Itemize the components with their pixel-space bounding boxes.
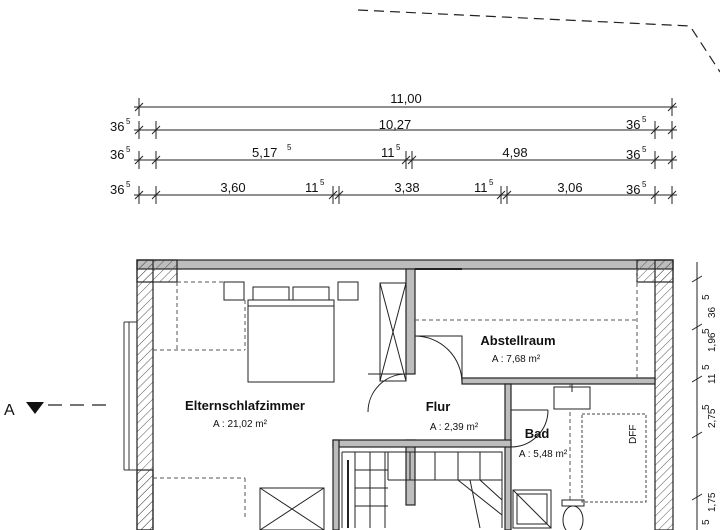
- section-marker: [26, 402, 108, 414]
- dim-row2-left-sup: 5: [126, 117, 131, 126]
- dim-row4-a: 3,60: [220, 180, 245, 195]
- room-flur: Flur: [426, 399, 451, 414]
- side-dimension-chain: [691, 262, 703, 530]
- roof-outline: [357, 9, 720, 73]
- side-dim-2: 1,96: [707, 332, 718, 352]
- bay-lines: [123, 281, 177, 471]
- area-elternschlafzimmer: A : 21,02 m²: [213, 419, 268, 430]
- area-bad: A : 5,48 m²: [519, 449, 568, 460]
- dim-total: 11,00: [390, 91, 422, 106]
- room-elternschlafzimmer: Elternschlafzimmer: [185, 398, 305, 413]
- dimension-chains: [134, 98, 677, 204]
- room-bad: Bad: [525, 426, 550, 441]
- side-dim-5-sup: 5: [701, 519, 712, 525]
- dim-row3-a: 5,17: [252, 145, 277, 160]
- staircase: [341, 451, 503, 529]
- dim-row3-b: 4,98: [502, 145, 527, 160]
- dim-row2-left: 36: [110, 119, 124, 134]
- dim-row3-left: 36: [110, 147, 124, 162]
- side-dim-3: 11: [707, 373, 718, 384]
- side-dim-4: 2,75: [707, 408, 718, 428]
- side-dim-1-sup: 5: [701, 294, 712, 300]
- dim-row3-right: 36: [626, 147, 640, 162]
- bath-sink: [553, 384, 591, 410]
- roof-window-label: DFF: [628, 425, 639, 444]
- dim-row3-a-sup: 5: [287, 143, 292, 152]
- dim-row3-wall-sup: 5: [396, 143, 401, 152]
- walls: [136, 259, 674, 530]
- roof-window: [581, 413, 647, 503]
- side-dim-3-sup: 5: [701, 364, 712, 370]
- dim-row4-c: 3,06: [557, 180, 582, 195]
- dim-row2-right-sup: 5: [642, 115, 647, 124]
- dim-row2-right: 36: [626, 117, 640, 132]
- double-bed: [223, 281, 359, 383]
- section-label: A: [4, 402, 15, 419]
- room-abstellraum: Abstellraum: [480, 333, 555, 348]
- dim-row4-right: 36: [626, 182, 640, 197]
- doors: [367, 268, 549, 448]
- shower: [512, 489, 552, 529]
- dim-row4-right-sup: 5: [642, 180, 647, 189]
- dim-row3-left-sup: 5: [126, 145, 131, 154]
- area-abstellraum: A : 7,68 m²: [492, 354, 541, 365]
- wardrobe: [259, 282, 407, 530]
- dim-row4-w2: 11: [474, 180, 488, 195]
- dim-row3-right-sup: 5: [642, 145, 647, 154]
- dim-row4-w1-sup: 5: [320, 178, 325, 187]
- dim-row4-w2-sup: 5: [489, 178, 494, 187]
- dim-row4-b: 3,38: [394, 180, 419, 195]
- side-dim-5: 1,75: [707, 492, 718, 512]
- dim-row4-left-sup: 5: [126, 180, 131, 189]
- toilet: [561, 499, 585, 530]
- side-dim-4-sup: 5: [701, 404, 712, 410]
- area-flur: A : 2,39 m²: [430, 422, 479, 433]
- dim-row4-left: 36: [110, 182, 124, 197]
- dim-row2-main: 10,27: [379, 117, 412, 132]
- side-dim-2-sup: 5: [701, 328, 712, 334]
- side-dim-1: 36: [707, 306, 718, 318]
- dim-row3-wall: 11: [381, 145, 395, 160]
- dim-row4-w1: 11: [305, 180, 319, 195]
